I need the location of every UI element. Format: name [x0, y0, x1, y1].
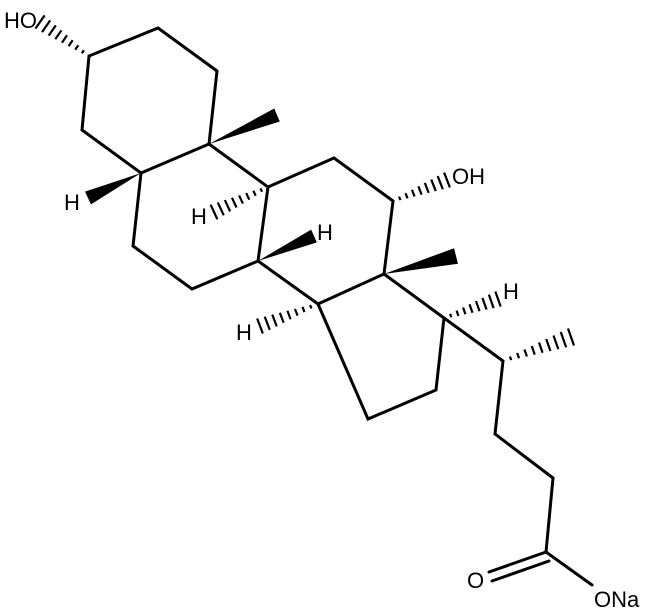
skeletal-bonds: [80, 26, 594, 587]
wedge-h-c5: [85, 173, 141, 205]
label-h-c14: H: [236, 320, 252, 345]
carbonyl-bond-2: [490, 559, 551, 583]
ring-b: [131, 142, 270, 291]
side-chain: [442, 316, 594, 587]
hash-methyl-c20: [508, 328, 576, 361]
wedge-methyl-c10: [209, 108, 280, 144]
wedge-h-c8: [258, 229, 317, 261]
hash-h-c17: [449, 291, 502, 318]
label-oh-c12: OH: [452, 164, 485, 189]
ring-a: [80, 26, 219, 175]
hash-oh-c3: [34, 14, 85, 54]
hashed-bonds: [34, 14, 576, 361]
label-h-c9: H: [191, 204, 207, 229]
carbonyl-bond-1: [487, 550, 548, 574]
hash-h-c9: [209, 187, 264, 220]
ring-c: [256, 156, 395, 306]
label-ona: ONa: [594, 587, 640, 609]
label-h-c5: H: [64, 190, 80, 215]
label-oh-c3: HO: [4, 8, 37, 33]
wedge-methyl-c13: [384, 248, 458, 274]
label-o-carbonyl: O: [467, 568, 484, 593]
hash-h-c14: [256, 304, 313, 334]
label-h-c8: H: [317, 220, 333, 245]
ring-d: [316, 272, 446, 421]
hash-oh-c12: [398, 172, 451, 201]
label-h-c17: H: [503, 279, 519, 304]
wedge-bonds: [85, 108, 458, 274]
